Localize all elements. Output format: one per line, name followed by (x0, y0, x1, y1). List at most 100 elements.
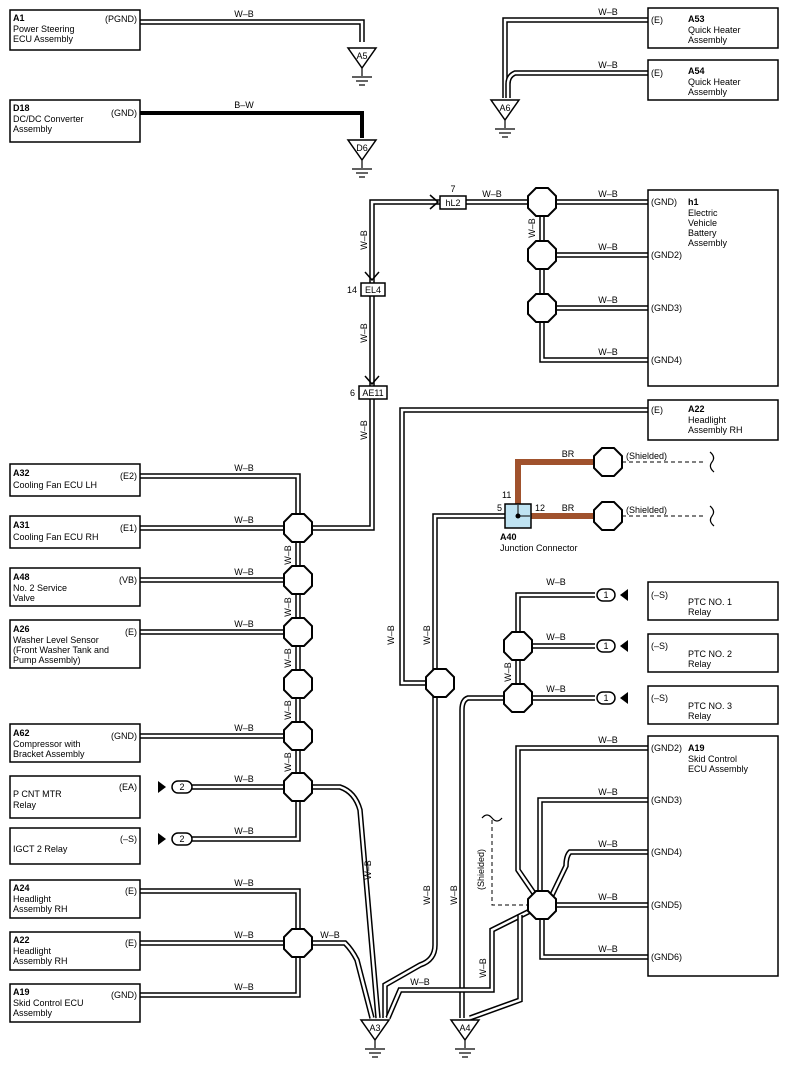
svg-text:W–B: W–B (422, 625, 432, 645)
svg-text:(EA): (EA) (119, 782, 137, 792)
shield-ends: (Shielded) (Shielded) (Shielded) (476, 451, 715, 890)
component-pcnt-relay: P CNT MTR Relay (EA) (9, 775, 141, 819)
svg-text:Assembly: Assembly (688, 238, 728, 248)
svg-text:W–B: W–B (598, 787, 618, 797)
svg-text:PTC NO. 2: PTC NO. 2 (688, 649, 732, 659)
svg-text:D18: D18 (13, 103, 30, 113)
svg-text:W–B: W–B (422, 885, 432, 905)
svg-text:D6: D6 (356, 143, 368, 153)
svg-text:A6: A6 (499, 103, 510, 113)
component-A22-bottom: A22 Headlight Assembly RH (E) (9, 931, 141, 971)
svg-text:W–B: W–B (546, 684, 566, 694)
svg-text:Bracket Assembly: Bracket Assembly (13, 749, 85, 759)
svg-text:(GND): (GND) (111, 108, 137, 118)
svg-text:Assembly RH: Assembly RH (13, 904, 68, 914)
splice-bus-5 (283, 721, 313, 751)
svg-text:(GND): (GND) (651, 197, 677, 207)
svg-text:hL2: hL2 (445, 198, 460, 208)
svg-text:2: 2 (179, 782, 184, 792)
splice-a22 (425, 668, 455, 698)
svg-text:Relay: Relay (688, 607, 712, 617)
svg-text:Cooling Fan ECU LH: Cooling Fan ECU LH (13, 480, 97, 490)
svg-text:A54: A54 (688, 66, 705, 76)
svg-text:W–B: W–B (234, 878, 254, 888)
component-A24: A24 Headlight Assembly RH (E) (9, 879, 141, 919)
svg-text:Pump Assembly): Pump Assembly) (13, 655, 81, 665)
svg-text:A4: A4 (459, 1023, 470, 1033)
svg-text:A19: A19 (688, 743, 705, 753)
component-A48: A48 No. 2 Service Valve (VB) (9, 567, 141, 607)
component-A19-left: A19 Skid Control ECU Assembly (GND) (9, 983, 141, 1023)
svg-text:W–B: W–B (234, 774, 254, 784)
svg-text:Vehicle: Vehicle (688, 218, 717, 228)
svg-text:W–B: W–B (320, 930, 340, 940)
inline-connector-ptc3: 1 (596, 691, 628, 705)
svg-text:A1: A1 (13, 13, 25, 23)
component-A53: (E) A53 Quick Heater Assembly (647, 7, 779, 49)
svg-text:(Shielded): (Shielded) (626, 505, 667, 515)
svg-text:Washer Level Sensor: Washer Level Sensor (13, 635, 99, 645)
splice-ptc-1 (503, 631, 533, 661)
svg-text:(GND6): (GND6) (651, 952, 682, 962)
svg-text:A19: A19 (13, 987, 30, 997)
splice-h1-3 (527, 293, 557, 323)
svg-text:(VB): (VB) (119, 575, 137, 585)
svg-text:W–B: W–B (546, 632, 566, 642)
component-A26: A26 Washer Level Sensor (Front Washer Ta… (9, 619, 141, 669)
svg-text:(GND4): (GND4) (651, 355, 682, 365)
svg-text:(GND2): (GND2) (651, 743, 682, 753)
component-A19-right: (GND2) (GND3) (GND4) (GND5) (GND6) A19 S… (647, 735, 779, 977)
svg-text:Skid Control: Skid Control (688, 754, 737, 764)
svg-text:A48: A48 (13, 572, 30, 582)
component-ptc1-relay: (–S) PTC NO. 1 Relay (647, 581, 779, 621)
svg-text:A3: A3 (369, 1023, 380, 1033)
component-A32: A32 Cooling Fan ECU LH (E2) (9, 463, 141, 497)
svg-text:Assembly RH: Assembly RH (688, 425, 743, 435)
svg-text:(GND): (GND) (111, 990, 137, 1000)
svg-text:(E): (E) (125, 886, 137, 896)
component-D18: D18 DC/DC Converter Assembly (GND) (9, 99, 141, 143)
wire-color-labels: W–B B–W W–B W–B W–B W–B W–B W–B W–B W–B … (234, 7, 618, 992)
svg-text:(–S): (–S) (651, 641, 668, 651)
component-A22-top: (E) A22 Headlight Assembly RH (647, 399, 779, 441)
splice-a19 (527, 890, 557, 920)
splice-bus-6 (283, 772, 313, 802)
svg-text:PTC NO. 1: PTC NO. 1 (688, 597, 732, 607)
splice-bus-4 (283, 669, 313, 699)
svg-text:BR: BR (562, 503, 575, 513)
svg-text:AE11: AE11 (362, 388, 383, 398)
svg-text:(E): (E) (125, 938, 137, 948)
svg-text:W–B: W–B (598, 892, 618, 902)
svg-text:W–B: W–B (598, 735, 618, 745)
splice-ptc-2 (503, 683, 533, 713)
svg-text:W–B: W–B (598, 189, 618, 199)
svg-text:W–B: W–B (359, 323, 369, 343)
svg-text:W–B: W–B (598, 7, 618, 17)
svg-text:PTC NO. 3: PTC NO. 3 (688, 701, 732, 711)
connector-AE11: AE11 6 (350, 385, 388, 400)
svg-text:(E2): (E2) (120, 471, 137, 481)
splice-bus-3 (283, 617, 313, 647)
svg-text:(Shielded): (Shielded) (626, 451, 667, 461)
ground-D6: D6 (346, 139, 378, 178)
ground-A5: A5 (346, 47, 378, 86)
inline-connector-igct: 2 (158, 832, 193, 846)
svg-text:Headlight: Headlight (13, 946, 52, 956)
svg-text:W–B: W–B (234, 567, 254, 577)
component-igct2-relay: IGCT 2 Relay (–S) (9, 827, 141, 865)
ground-A3: A3 (359, 1019, 391, 1058)
svg-text:(GND4): (GND4) (651, 847, 682, 857)
svg-text:A5: A5 (356, 51, 367, 61)
svg-text:Headlight: Headlight (688, 415, 727, 425)
svg-text:Relay: Relay (13, 800, 37, 810)
svg-text:Relay: Relay (688, 711, 712, 721)
svg-text:W–B: W–B (283, 597, 293, 617)
svg-text:W–B: W–B (234, 982, 254, 992)
svg-text:12: 12 (535, 503, 545, 513)
svg-text:(E1): (E1) (120, 523, 137, 533)
svg-text:DC/DC Converter: DC/DC Converter (13, 114, 84, 124)
svg-text:11: 11 (502, 490, 511, 500)
svg-text:EL4: EL4 (365, 285, 381, 295)
svg-text:W–B: W–B (359, 230, 369, 250)
svg-text:W–B: W–B (283, 648, 293, 668)
